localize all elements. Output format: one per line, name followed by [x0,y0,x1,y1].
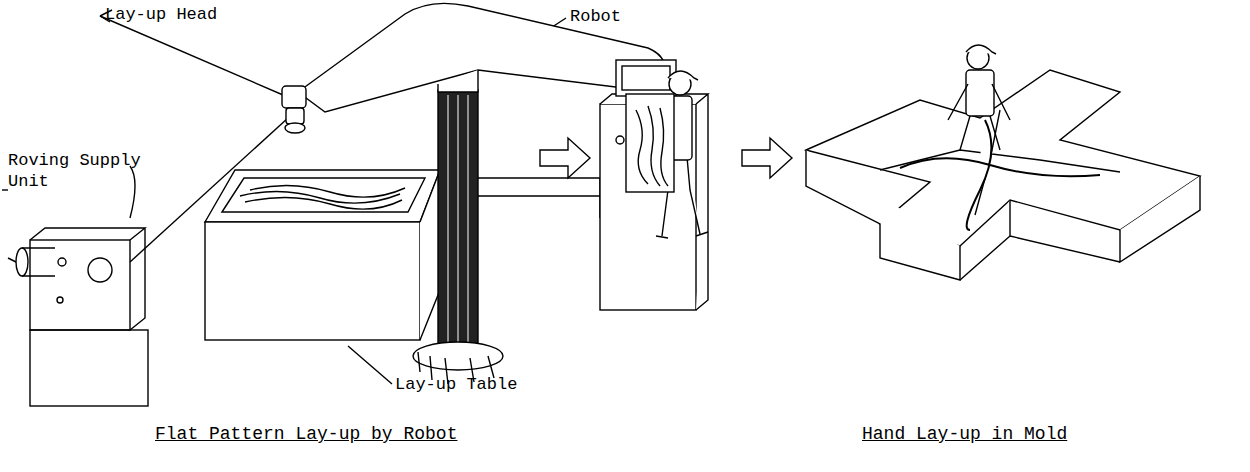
lay-up-head [282,86,306,133]
roving-supply-unit [8,228,148,406]
callout-label: Roving Supply Unit [8,150,158,192]
lay-up-table [205,170,440,340]
robot-column [413,90,503,384]
mold [806,70,1200,280]
flow-arrow [540,138,590,178]
flow-arrow [742,138,792,178]
callout-label: Robot [570,6,621,27]
callout-label: Lay-up Head [105,4,217,25]
worker-in-mold [948,45,1010,150]
worker-carrying [626,71,708,238]
robot-controller [600,60,708,310]
panel-caption: Hand Lay-up in Mold [862,424,1067,445]
callout-label: Lay-up Table [395,374,517,395]
panel-caption: Flat Pattern Lay-up by Robot [155,424,457,445]
